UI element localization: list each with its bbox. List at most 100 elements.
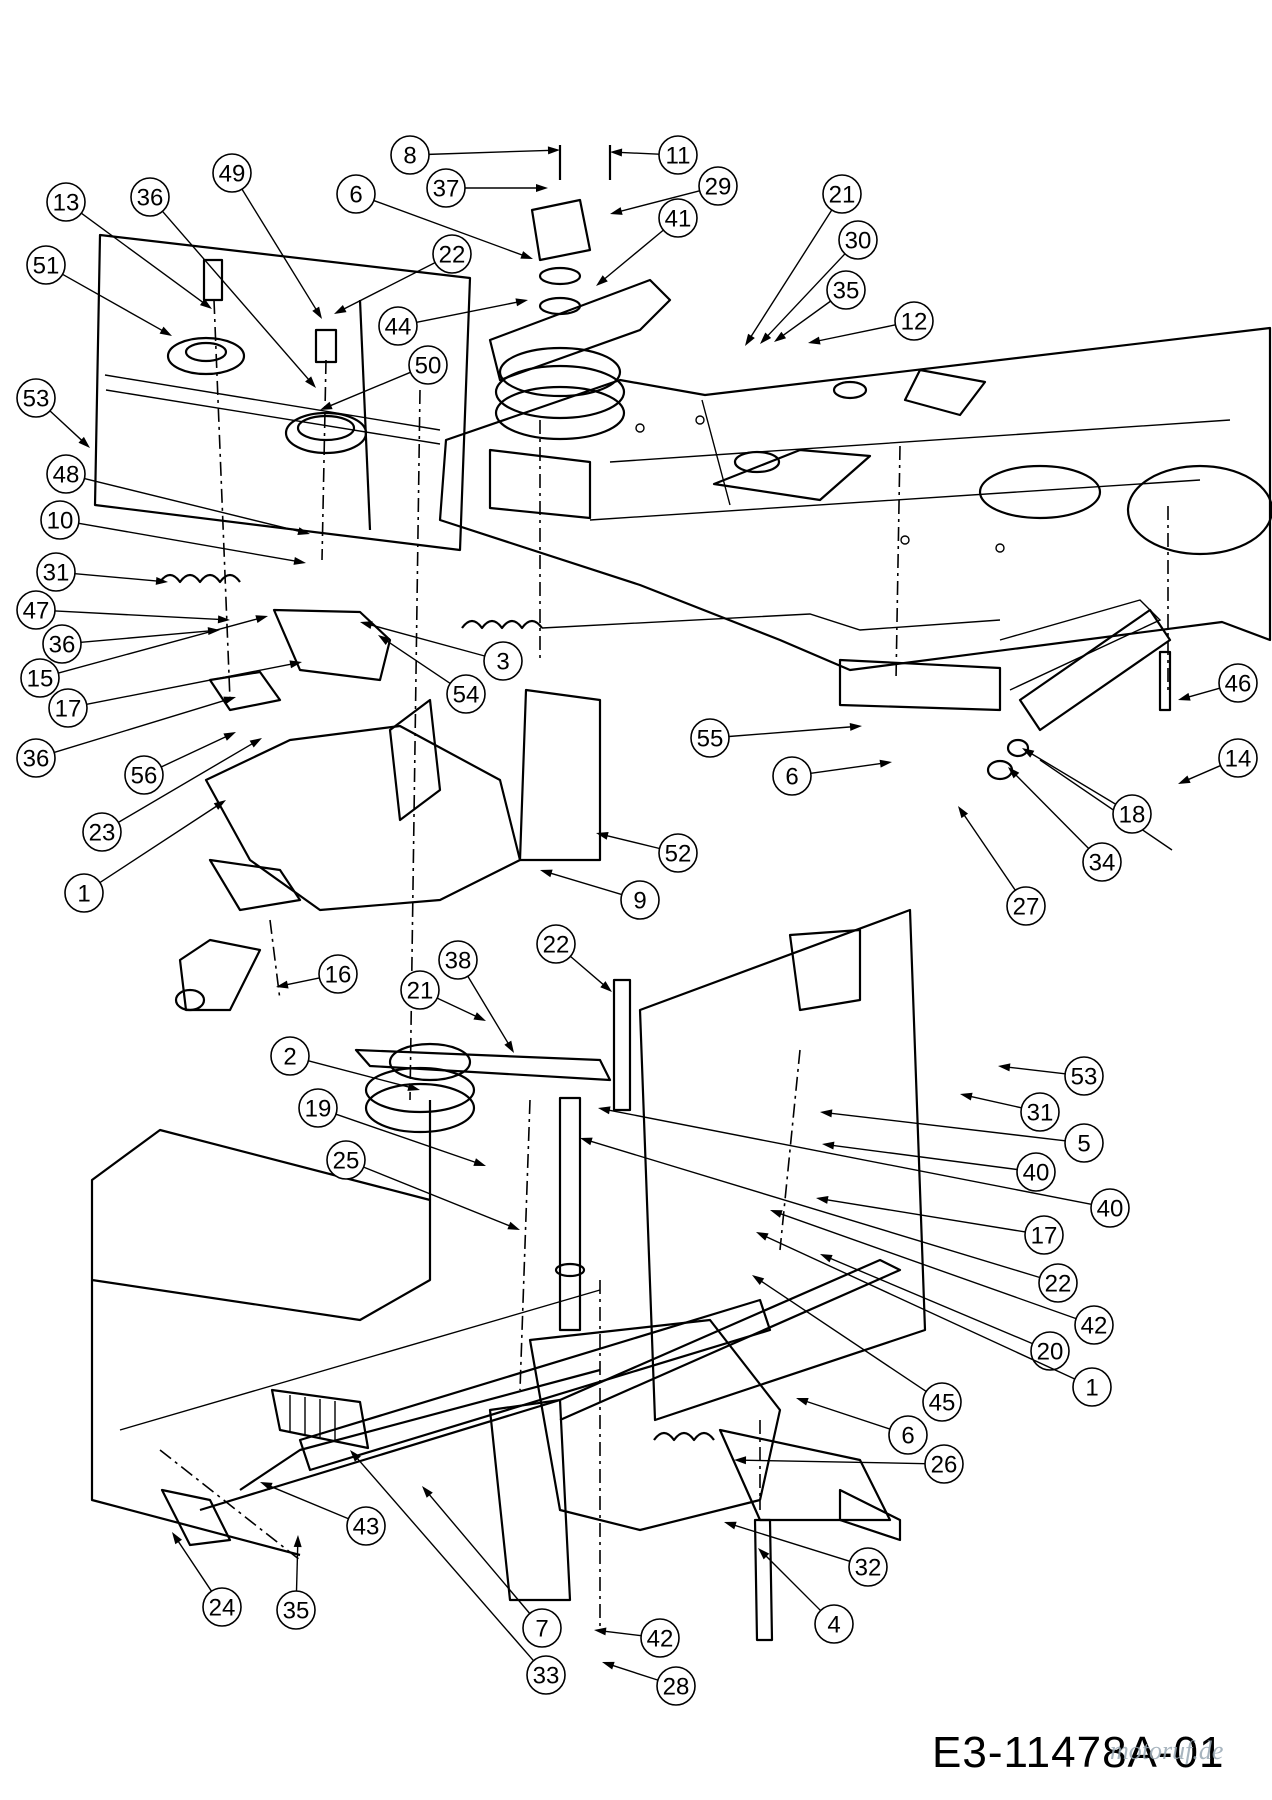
callout-circle — [212, 153, 252, 193]
callout-leader-line — [762, 1234, 1076, 1380]
callout-circle — [202, 1587, 242, 1627]
callout-number: 36 — [137, 185, 164, 212]
callout-circle — [378, 306, 418, 346]
callout-arrowhead — [223, 696, 236, 705]
callout-leader-line — [764, 253, 846, 339]
callout-circle — [1038, 1263, 1078, 1303]
callout-number: 6 — [349, 182, 362, 209]
callout-leader-line — [605, 1108, 1092, 1206]
callout-arrowhead — [879, 759, 892, 768]
callout-leader-line — [758, 1278, 927, 1393]
callout-arrowhead — [312, 306, 322, 319]
part-callout: 24 — [172, 1532, 242, 1627]
callout-number: 43 — [353, 1514, 380, 1541]
callout-leader-line — [810, 762, 885, 775]
callout-arrowhead — [596, 275, 608, 286]
callout-number: 8 — [403, 143, 416, 170]
callout-arrowhead — [756, 1232, 769, 1241]
callout-circle — [270, 1036, 310, 1076]
callout-arrowhead — [360, 621, 373, 630]
callout-arrowhead — [596, 831, 609, 840]
part-callout: 32 — [724, 1521, 888, 1587]
callout-arrowhead — [745, 333, 755, 346]
callout-circle — [536, 924, 576, 964]
callout-leader-line — [295, 1542, 299, 1592]
callout-circle — [924, 1444, 964, 1484]
callout-number: 1 — [77, 881, 90, 908]
callout-circle — [124, 755, 164, 795]
callout-leader-line — [827, 1112, 1066, 1142]
callout-leader-line — [601, 1630, 642, 1637]
callout-arrowhead — [350, 1450, 361, 1462]
callout-leader-line — [617, 190, 700, 213]
callout-arrowhead — [822, 1141, 835, 1150]
callout-number: 36 — [23, 746, 50, 773]
part-callout: 38 — [438, 940, 514, 1053]
part-callout: 5 — [820, 1109, 1104, 1163]
callout-leader-line — [241, 188, 319, 313]
drive-assembly-drawing — [90, 145, 1272, 1642]
callout-circle — [276, 1590, 316, 1630]
callout-number: 44 — [385, 314, 412, 341]
callout-arrowhead — [520, 251, 533, 259]
callout-leader-line — [373, 199, 526, 257]
callout-circle — [1064, 1056, 1104, 1096]
callout-number: 34 — [1089, 850, 1116, 877]
callout-leader-line — [763, 1553, 822, 1612]
callout-leader-line — [780, 300, 832, 338]
callout-circle — [46, 182, 86, 222]
callout-number: 22 — [439, 242, 466, 269]
callout-circle — [1020, 1092, 1060, 1132]
callout-circle — [826, 270, 866, 310]
callout-leader-line — [363, 1166, 513, 1228]
callout-arrowhead — [998, 1063, 1011, 1072]
part-callout: 22 — [536, 924, 612, 992]
callout-leader-line — [80, 212, 206, 305]
part-callout: 14 — [1178, 738, 1258, 784]
callout-number: 42 — [1081, 1313, 1108, 1340]
callout-circle — [1218, 738, 1258, 778]
callout-circle — [426, 168, 466, 208]
callout-number: 46 — [1225, 671, 1252, 698]
part-callout: 10 — [40, 500, 306, 565]
callout-arrowhead — [422, 1486, 433, 1498]
callout-number: 35 — [833, 278, 860, 305]
callout-circle — [16, 378, 56, 418]
callout-number: 14 — [1225, 746, 1252, 773]
callout-leader-line — [569, 955, 607, 988]
part-callout: 48 — [46, 454, 310, 536]
callout-leader-line — [961, 812, 1016, 891]
callout-leader-line — [367, 623, 485, 657]
callout-arrowhead — [159, 326, 172, 336]
callout-arrowhead — [774, 331, 787, 342]
callout-arrowhead — [297, 527, 310, 536]
part-callout: 21 — [745, 174, 862, 346]
callout-number: 9 — [633, 888, 646, 915]
callout-number: 7 — [535, 1616, 548, 1643]
callout-number: 50 — [415, 353, 442, 380]
callout-number: 32 — [855, 1555, 882, 1582]
callout-circle — [326, 1140, 366, 1180]
part-callout: 31 — [36, 552, 168, 592]
callout-circle — [656, 1666, 696, 1706]
callout-leader-line — [267, 1484, 349, 1520]
callout-arrowhead — [816, 1195, 829, 1204]
callout-leader-line — [340, 261, 436, 311]
callout-arrowhead — [796, 1397, 809, 1406]
callout-arrowhead — [249, 738, 262, 748]
callout-circle — [40, 500, 80, 540]
callout-number: 5 — [1077, 1131, 1090, 1158]
callout-leader-line — [327, 371, 411, 408]
callout-circle — [772, 756, 812, 796]
callout-number: 41 — [665, 206, 692, 233]
part-callout: 36 — [16, 696, 236, 778]
callout-leader-line — [354, 1455, 535, 1662]
callout-leader-line — [1185, 687, 1220, 699]
callout-number: 20 — [1037, 1339, 1064, 1366]
callout-leader-line — [426, 1491, 531, 1614]
callout-circle — [346, 1506, 386, 1546]
callout-arrowhead — [752, 1275, 765, 1285]
callout-circle — [20, 658, 60, 698]
callout-leader-line — [54, 610, 223, 621]
